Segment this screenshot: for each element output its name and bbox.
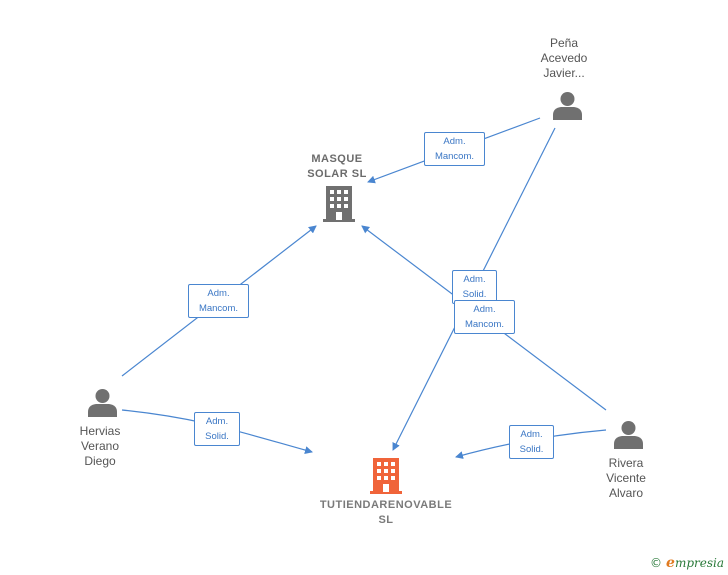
person-icon[interactable] — [614, 420, 643, 449]
edge-label-line: Adm. — [463, 274, 486, 285]
person-name-line: Rivera — [608, 456, 644, 470]
company-name-line: MASQUE — [311, 153, 363, 165]
building-icon-highlighted[interactable] — [370, 458, 402, 494]
edge-label-rivera-tutienda[interactable]: Adm. Solid. — [509, 425, 554, 459]
brand-logo-initial: e — [666, 555, 675, 571]
company-name-line: SL — [378, 514, 394, 526]
person-name-line: Hervias — [79, 424, 121, 438]
person-label-rivera[interactable]: Rivera Vicente Alvaro — [566, 456, 686, 501]
person-name-line: Alvaro — [608, 486, 643, 500]
company-name-line: TUTIENDARENOVABLE — [319, 499, 453, 511]
edge-label-line: Solid. — [462, 289, 487, 300]
person-label-hervias[interactable]: Hervias Verano Diego — [40, 424, 160, 469]
person-name-line: Verano — [80, 439, 120, 453]
person-icon[interactable] — [553, 91, 582, 120]
person-name-line: Diego — [84, 454, 116, 468]
person-icon[interactable] — [88, 388, 117, 417]
edge-label-line: Solid. — [205, 431, 229, 442]
edge-label-pena-masque[interactable]: Adm. Mancom. — [424, 132, 485, 166]
edge-label-hervias-tutienda[interactable]: Adm. Solid. — [194, 412, 240, 446]
edge-label-line: Adm. — [207, 288, 230, 299]
person-name-line: Peña — [549, 36, 579, 50]
edge-label-line: Solid. — [519, 444, 544, 455]
edge-label-line: Mancom. — [434, 151, 475, 162]
company-label-tutienda[interactable]: TUTIENDARENOVABLE SL — [311, 498, 461, 528]
company-label-masque[interactable]: MASQUE SOLAR SL — [277, 152, 397, 182]
brand-logo-text: mpresia — [674, 556, 724, 570]
person-name-line: Vicente — [606, 471, 646, 485]
edge-label-line: Adm. — [473, 304, 496, 315]
person-name-line: Acevedo — [540, 51, 588, 65]
building-icon[interactable] — [323, 186, 355, 222]
edge-label-line: Mancom. — [464, 319, 505, 330]
person-name-line: Javier... — [543, 66, 585, 80]
brand-footer: ©empresia — [650, 555, 724, 571]
company-name-line: SOLAR SL — [307, 168, 367, 180]
person-label-pena[interactable]: Peña Acevedo Javier... — [504, 36, 624, 81]
edge-label-line: Mancom. — [198, 303, 239, 314]
edge-label-line: Adm. — [205, 416, 229, 427]
edge-label-line: Adm. — [443, 136, 466, 147]
edge-label-rivera-masque[interactable]: Adm. Mancom. — [454, 300, 515, 334]
copyright-icon: © — [650, 556, 663, 570]
edge-label-pena-tutienda[interactable]: Adm. Solid. — [452, 270, 497, 304]
edge-label-line: Adm. — [520, 429, 543, 440]
edge-label-hervias-masque[interactable]: Adm. Mancom. — [188, 284, 249, 318]
